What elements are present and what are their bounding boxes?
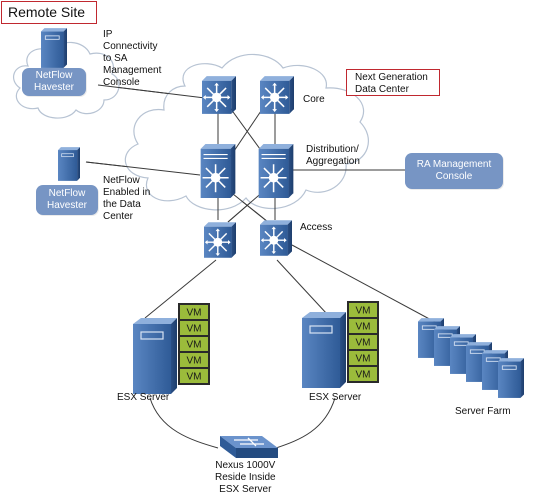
vm-block bbox=[349, 351, 377, 365]
distribution-switch-right-icon bbox=[258, 144, 294, 198]
distribution-label: Distribution/ Aggregation bbox=[306, 144, 360, 167]
netflow-harvester-remote: NetFlow Havester bbox=[22, 68, 86, 96]
vm-block bbox=[349, 335, 377, 349]
vm-label: VM bbox=[187, 324, 202, 335]
vm-block bbox=[180, 305, 208, 319]
vm-stack-right: VM VM VM VM VM bbox=[347, 301, 379, 383]
vm-label: VM bbox=[187, 372, 202, 383]
netflow-harvester-dc: NetFlow Havester bbox=[36, 185, 98, 215]
vm-block bbox=[349, 319, 377, 333]
core-label: Core bbox=[303, 94, 325, 105]
next-gen-dc-label: Next Generation Data Center bbox=[346, 69, 440, 96]
remote-site-label: Remote Site bbox=[1, 1, 97, 24]
access-switch-right-icon bbox=[260, 219, 292, 257]
ra-management-console: RA Management Console bbox=[405, 153, 503, 189]
esx-server-right-label: ESX Server bbox=[309, 392, 362, 403]
vm-label: VM bbox=[187, 340, 202, 351]
vm-label: VM bbox=[356, 322, 371, 333]
vm-stack-left: VM VM VM VM VM bbox=[178, 303, 210, 385]
vm-label: VM bbox=[187, 308, 202, 319]
vm-label: VM bbox=[356, 338, 371, 349]
esx-server-left-icon bbox=[133, 318, 177, 394]
distribution-switch-left-icon bbox=[200, 144, 236, 198]
server-farm-label: Server Farm bbox=[455, 406, 511, 417]
vm-block bbox=[180, 321, 208, 335]
vm-block bbox=[349, 303, 377, 317]
server-farm-icon bbox=[418, 317, 524, 399]
vm-block bbox=[180, 353, 208, 367]
nexus-1000v-icon bbox=[220, 436, 278, 458]
nexus-label: Nexus 1000V Reside Inside ESX Server bbox=[215, 460, 276, 495]
core-switch-left-icon bbox=[202, 76, 236, 114]
esx-server-left-label: ESX Server bbox=[117, 392, 170, 403]
vm-block bbox=[180, 337, 208, 351]
vm-block bbox=[349, 367, 377, 381]
vm-label: VM bbox=[356, 354, 371, 365]
core-switch-right-icon bbox=[260, 76, 294, 114]
netflow-enabled-label: NetFlow Enabled in the Data Center bbox=[103, 175, 151, 222]
vm-label: VM bbox=[356, 306, 371, 317]
esx-server-right-icon bbox=[302, 312, 346, 388]
ip-connectivity-label: IP Connectivity to SA Management Console bbox=[103, 29, 162, 88]
dc-netflow-server-icon bbox=[58, 147, 80, 181]
vm-block bbox=[180, 369, 208, 383]
vm-label: VM bbox=[187, 356, 202, 367]
access-label: Access bbox=[300, 222, 333, 233]
remote-netflow-server-icon bbox=[41, 28, 67, 68]
vm-label: VM bbox=[356, 370, 371, 381]
access-switch-left-icon bbox=[204, 221, 236, 259]
